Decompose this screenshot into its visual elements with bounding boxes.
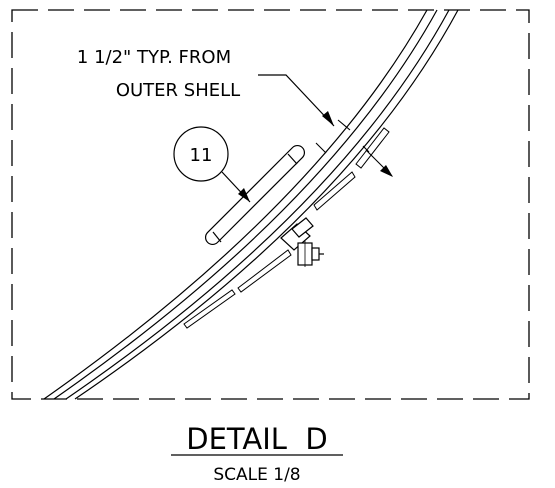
part-11-end-2 <box>287 153 298 165</box>
shell-line-3 <box>65 9 450 400</box>
extension-line-2 <box>315 142 327 154</box>
bracket-flange <box>291 217 314 238</box>
bolt-nut <box>311 247 320 261</box>
detail-title: DETAIL D <box>186 422 327 456</box>
part-11-end-1 <box>212 231 222 243</box>
shell-curves <box>43 9 459 400</box>
liner-segment-4 <box>355 127 390 169</box>
liner-segment-3 <box>313 171 356 211</box>
shell-line-2 <box>53 9 438 400</box>
callout-text-line-2: OUTER SHELL <box>116 80 240 101</box>
callout-leader <box>258 74 335 127</box>
bracket-assembly <box>280 217 324 267</box>
dimension-tick <box>362 145 370 153</box>
balloon-circle <box>173 126 229 182</box>
inner-shell-line <box>74 9 459 400</box>
callout-leader-arrow <box>322 111 334 126</box>
liner-segment-1 <box>183 289 236 329</box>
detail-boundary <box>11 9 530 400</box>
callout-text-line-1: 1 1/2" TYP. FROM <box>77 47 231 68</box>
extension-line-1 <box>337 119 351 131</box>
part-11-outline <box>204 144 306 246</box>
dimension-arrow <box>380 165 393 177</box>
outer-shell-line <box>43 9 428 400</box>
balloon-number: 11 <box>190 145 213 166</box>
detail-scale: SCALE 1/8 <box>213 465 300 485</box>
liner-segment-2 <box>237 249 292 293</box>
balloon-leader-arrow <box>238 188 250 202</box>
part-11-bar <box>204 144 306 246</box>
liner-segments <box>183 127 390 329</box>
